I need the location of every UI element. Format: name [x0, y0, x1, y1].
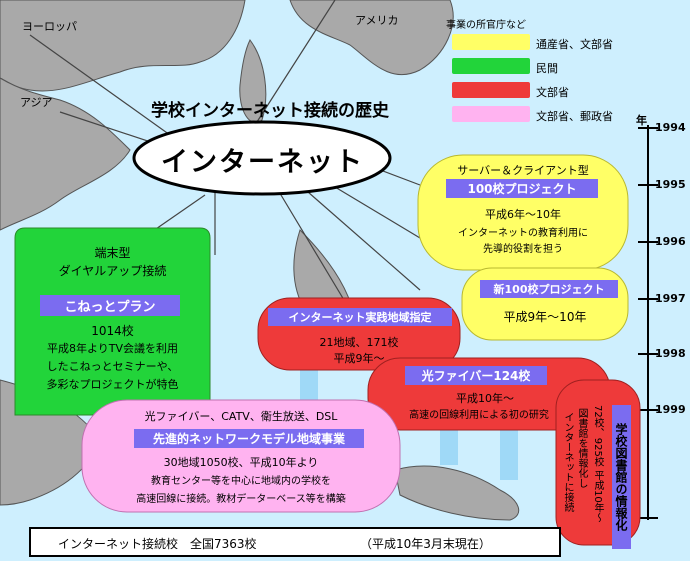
year-1999: 1999 — [655, 403, 686, 416]
legend-label-red: 文部省 — [536, 86, 569, 99]
map-label-asia: アジア — [20, 96, 53, 109]
legend-swatch-red — [452, 82, 530, 98]
map-label-america: アメリカ — [355, 14, 399, 27]
legend-label-pink: 文部省、郵政省 — [536, 110, 613, 123]
jissen-count: 21地域、171校 — [319, 336, 399, 349]
fiber-period: 平成10年～ — [456, 392, 514, 405]
senshin-tag: 先進的ネットワークモデル地域事業 — [134, 429, 364, 448]
jissen-period: 平成9年～ — [333, 352, 385, 365]
library-desc-1: 図書館を情報化し — [576, 408, 587, 488]
fiber-desc: 高速の回線利用による初の研究 — [409, 410, 549, 421]
legend-heading: 事業の所官庁など — [446, 20, 526, 31]
senshin-desc-2: 高速回線に接続。教材データーベース等を構築 — [136, 494, 346, 505]
project100-period: 平成6年～10年 — [485, 208, 561, 221]
footer-total: インターネット接続校 全国7363校 — [58, 537, 257, 551]
senshin-desc-1: 教育センター等を中心に地域内の学校を — [151, 476, 331, 487]
year-1998: 1998 — [655, 347, 686, 360]
year-1997: 1997 — [655, 292, 686, 305]
konetto-connection: ダイヤルアップ接続 — [58, 264, 167, 278]
project100-type: サーバー＆クライアント型 — [457, 164, 589, 177]
konetto-desc-3: 多彩なプロジェクトが特色 — [46, 378, 179, 391]
center-internet-label: インターネット — [161, 147, 364, 178]
map-label-europe: ヨーロッパ — [22, 20, 77, 33]
new100-tag: 新100校プロジェクト — [480, 280, 618, 298]
year-1996: 1996 — [655, 235, 686, 248]
timeline-unit: 年 — [636, 114, 647, 127]
library-desc-2: インターネットに接続 — [562, 412, 573, 512]
project100-desc-2: 先導的役割を担う — [483, 244, 563, 255]
year-1995: 1995 — [655, 178, 686, 191]
konetto-type: 端末型 — [94, 246, 131, 260]
konetto-desc-2: したこねっとセミナーや、 — [46, 360, 179, 373]
senshin-count: 30地域1050校、平成10年より — [163, 456, 319, 469]
library-tag: 学校図書館の情報化 — [612, 405, 631, 549]
library-count: 72校、925校 平成10年～ — [592, 405, 603, 523]
project100-tag: 100校プロジェクト — [446, 179, 598, 198]
legend-swatch-pink — [452, 106, 530, 122]
jissen-tag: インターネット実践地域指定 — [268, 308, 452, 326]
legend-label-green: 民間 — [536, 62, 558, 75]
footer-date: （平成10年3月末現在） — [360, 537, 491, 551]
year-1994: 1994 — [655, 121, 686, 134]
fiber-tag: 光ファイバー124校 — [405, 366, 547, 385]
legend-label-yellow: 通産省、文部省 — [536, 38, 613, 51]
diagram-title: 学校インターネット接続の歴史 — [151, 101, 389, 121]
konetto-plan-tag: こねっとプラン — [40, 295, 180, 316]
konetto-count: 1014校 — [91, 324, 134, 338]
new100-period: 平成9年～10年 — [503, 310, 587, 324]
konetto-desc-1: 平成8年よりTV会議を利用 — [46, 342, 179, 355]
senshin-top: 光ファイバー、CATV、衛生放送、DSL — [144, 410, 338, 423]
legend-swatch-green — [452, 58, 530, 74]
project100-desc-1: インターネットの教育利用に — [458, 228, 588, 239]
legend-swatch-yellow — [452, 34, 530, 50]
